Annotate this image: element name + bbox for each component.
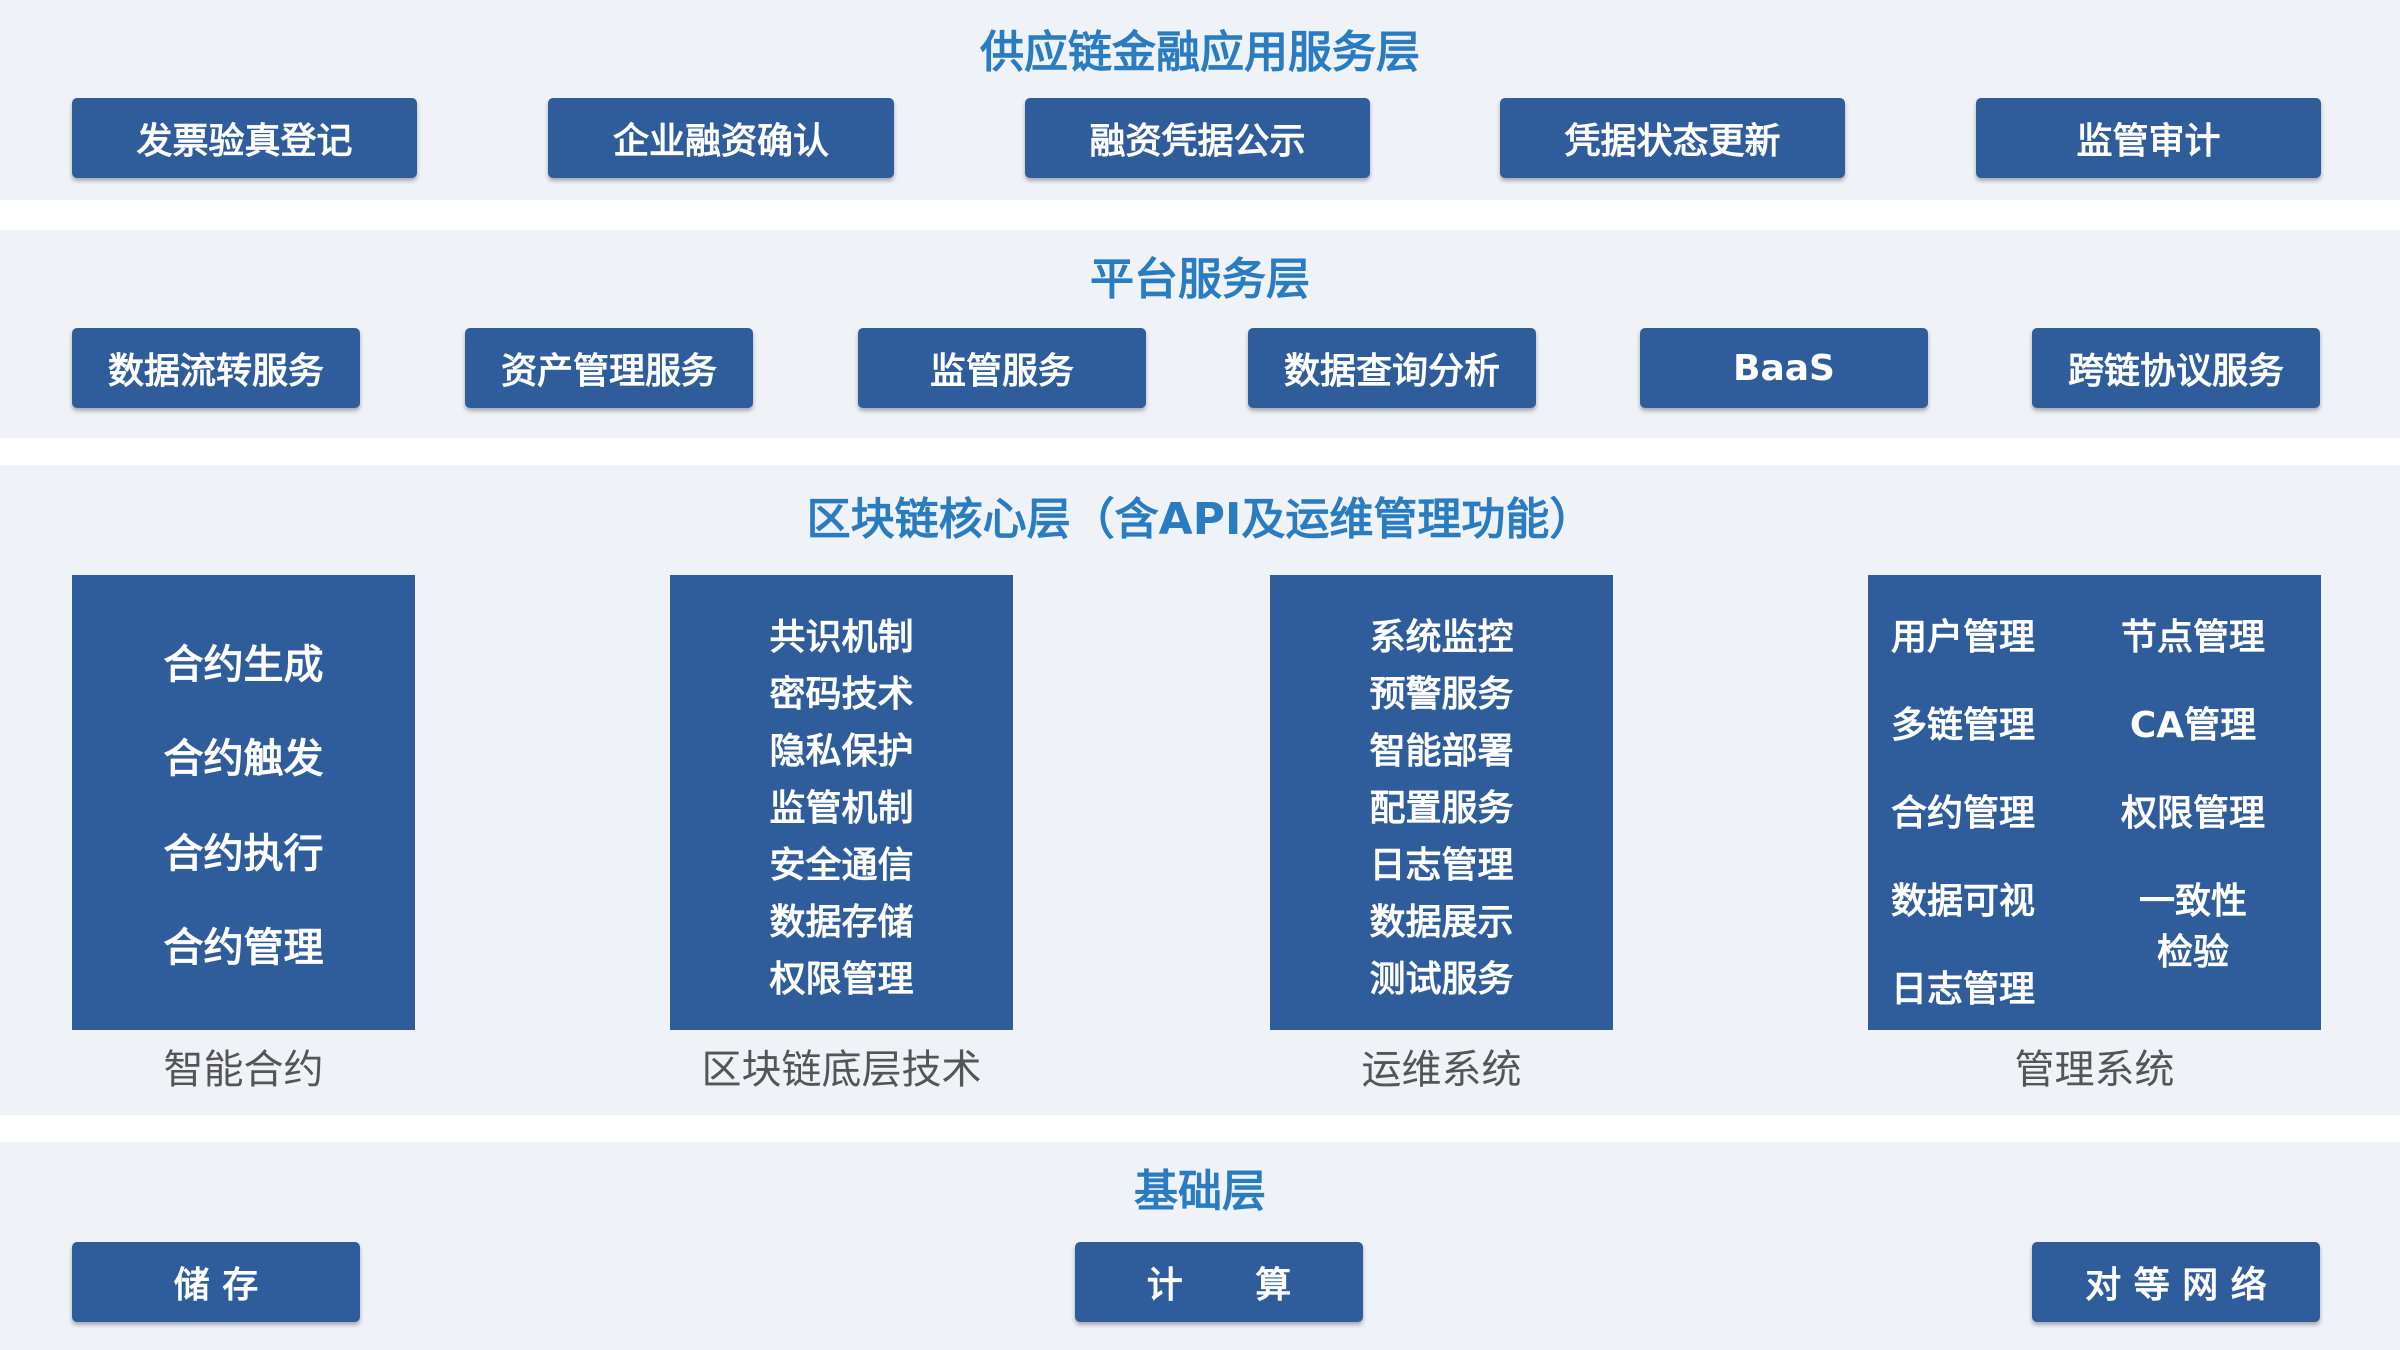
management-system-panel: 用户管理 多链管理 合约管理 数据可视 日志管理 节点管理 CA管理 权限管理 … bbox=[1868, 575, 2321, 1030]
cryptography: 密码技术 bbox=[769, 674, 914, 715]
permission-management-item: 权限管理 bbox=[2120, 793, 2265, 834]
asset-management-service-box: 资产管理服务 bbox=[465, 328, 753, 408]
supervision-mechanism: 监管机制 bbox=[769, 788, 914, 829]
smart-deployment: 智能部署 bbox=[1369, 731, 1514, 772]
permission-management: 权限管理 bbox=[769, 959, 914, 1000]
contract-trigger: 合约触发 bbox=[163, 736, 324, 783]
privacy-protection: 隐私保护 bbox=[769, 731, 914, 772]
smart-contract-panel: 合约生成 合约触发 合约执行 合约管理 bbox=[72, 575, 415, 1030]
regulatory-audit-box: 监管审计 bbox=[1976, 98, 2321, 178]
application-layer: 供应链金融应用服务层 发票验真登记 企业融资确认 融资凭据公示 凭据状态更新 监… bbox=[0, 0, 2400, 200]
base-layer-title: 基础层 bbox=[1134, 1166, 1266, 1217]
voucher-status-update-box: 凭据状态更新 bbox=[1500, 98, 1845, 178]
contract-generation: 合约生成 bbox=[163, 641, 324, 688]
compute-box: 计 算 bbox=[1075, 1242, 1363, 1322]
log-management-item: 日志管理 bbox=[1890, 969, 2035, 1010]
cross-chain-protocol-service-box: 跨链协议服务 bbox=[2032, 328, 2320, 408]
consistency-check-line1: 一致性 bbox=[2138, 881, 2247, 922]
multi-chain-management: 多链管理 bbox=[1890, 705, 2035, 746]
log-management: 日志管理 bbox=[1369, 845, 1514, 886]
data-visualization: 数据可视 bbox=[1890, 881, 2035, 922]
ca-management: CA管理 bbox=[2129, 705, 2257, 746]
contract-execution: 合约执行 bbox=[163, 830, 324, 877]
core-layer-title: 区块链核心层（含API及运维管理功能） bbox=[806, 494, 1594, 545]
invoice-verification-box: 发票验真登记 bbox=[72, 98, 417, 178]
underlying-tech-caption: 区块链底层技术 bbox=[701, 1047, 982, 1093]
baas-box: BaaS bbox=[1640, 328, 1928, 408]
platform-layer: 平台服务层 数据流转服务 资产管理服务 监管服务 数据查询分析 BaaS 跨链协… bbox=[0, 230, 2400, 438]
consensus-mechanism: 共识机制 bbox=[769, 617, 914, 658]
management-system-caption: 管理系统 bbox=[2014, 1047, 2175, 1093]
storage-box: 储 存 bbox=[72, 1242, 360, 1322]
user-management: 用户管理 bbox=[1890, 617, 2035, 658]
secure-communication: 安全通信 bbox=[769, 845, 914, 886]
configuration-service: 配置服务 bbox=[1369, 788, 1514, 829]
consistency-check-line2: 检验 bbox=[2156, 932, 2229, 973]
data-display: 数据展示 bbox=[1369, 902, 1514, 943]
ops-system-panel: 系统监控 预警服务 智能部署 配置服务 日志管理 数据展示 测试服务 bbox=[1270, 575, 1613, 1030]
enterprise-financing-confirmation-box: 企业融资确认 bbox=[548, 98, 894, 178]
p2p-network-box: 对 等 网 络 bbox=[2032, 1242, 2320, 1322]
financing-voucher-publicity-box: 融资凭据公示 bbox=[1025, 98, 1370, 178]
data-transfer-service-box: 数据流转服务 bbox=[72, 328, 360, 408]
test-service: 测试服务 bbox=[1369, 959, 1514, 1000]
contract-management: 合约管理 bbox=[163, 925, 324, 972]
ops-system-caption: 运维系统 bbox=[1361, 1047, 1522, 1093]
underlying-tech-panel: 共识机制 密码技术 隐私保护 监管机制 安全通信 数据存储 权限管理 bbox=[670, 575, 1013, 1030]
base-layer: 基础层 储 存 计 算 对 等 网 络 bbox=[0, 1142, 2400, 1350]
node-management: 节点管理 bbox=[2120, 617, 2265, 658]
alert-service: 预警服务 bbox=[1369, 674, 1514, 715]
application-layer-title: 供应链金融应用服务层 bbox=[980, 27, 1420, 78]
contract-management-item: 合约管理 bbox=[1890, 793, 2035, 834]
system-monitoring: 系统监控 bbox=[1369, 617, 1514, 658]
supervision-service-box: 监管服务 bbox=[858, 328, 1146, 408]
platform-layer-title: 平台服务层 bbox=[1090, 254, 1310, 305]
data-query-analysis-box: 数据查询分析 bbox=[1248, 328, 1536, 408]
data-storage: 数据存储 bbox=[769, 902, 914, 943]
smart-contract-caption: 智能合约 bbox=[163, 1047, 324, 1093]
